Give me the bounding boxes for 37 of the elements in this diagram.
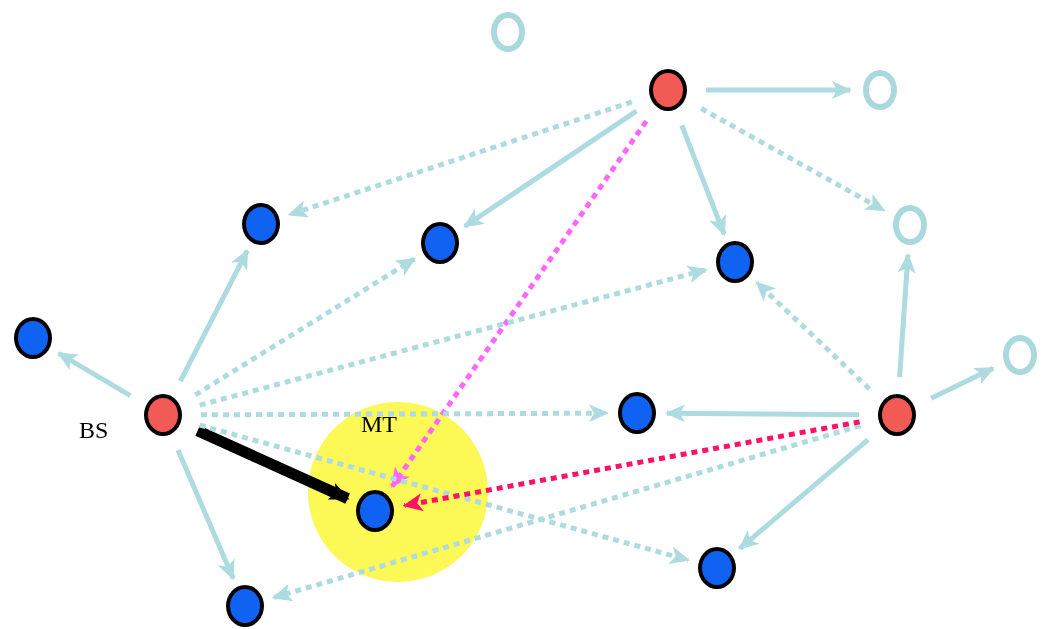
arrow <box>57 351 132 398</box>
arrow <box>198 422 690 564</box>
network-node <box>226 585 264 627</box>
network-node <box>242 203 280 245</box>
network-node <box>649 69 687 111</box>
network-node <box>421 222 459 264</box>
node-label: BS <box>79 417 109 444</box>
hollow-node <box>863 70 897 110</box>
arrow <box>175 448 236 581</box>
network-node <box>698 547 736 589</box>
arrow <box>463 109 638 229</box>
arrow <box>178 248 250 383</box>
arrow <box>699 106 886 213</box>
hollow-node <box>491 12 525 52</box>
arrow <box>402 419 861 512</box>
arrow <box>897 252 916 378</box>
arrow <box>201 404 609 423</box>
arrow <box>679 124 727 236</box>
network-node <box>716 241 754 283</box>
network-node <box>878 394 916 436</box>
arrow <box>738 437 870 551</box>
network-node <box>144 394 182 436</box>
network-node <box>618 392 656 434</box>
arrow <box>665 404 860 423</box>
hollow-node <box>893 205 927 245</box>
arrow <box>271 423 862 602</box>
arrow <box>706 81 852 99</box>
arrow <box>755 280 872 391</box>
arrow <box>287 99 633 218</box>
arrow <box>930 365 995 401</box>
arrow <box>199 265 708 408</box>
arrow <box>390 119 649 488</box>
arrow <box>193 256 417 398</box>
arrow <box>195 425 350 504</box>
node-label: MT <box>361 411 397 438</box>
network-node <box>14 317 52 359</box>
hollow-node <box>1003 335 1037 375</box>
